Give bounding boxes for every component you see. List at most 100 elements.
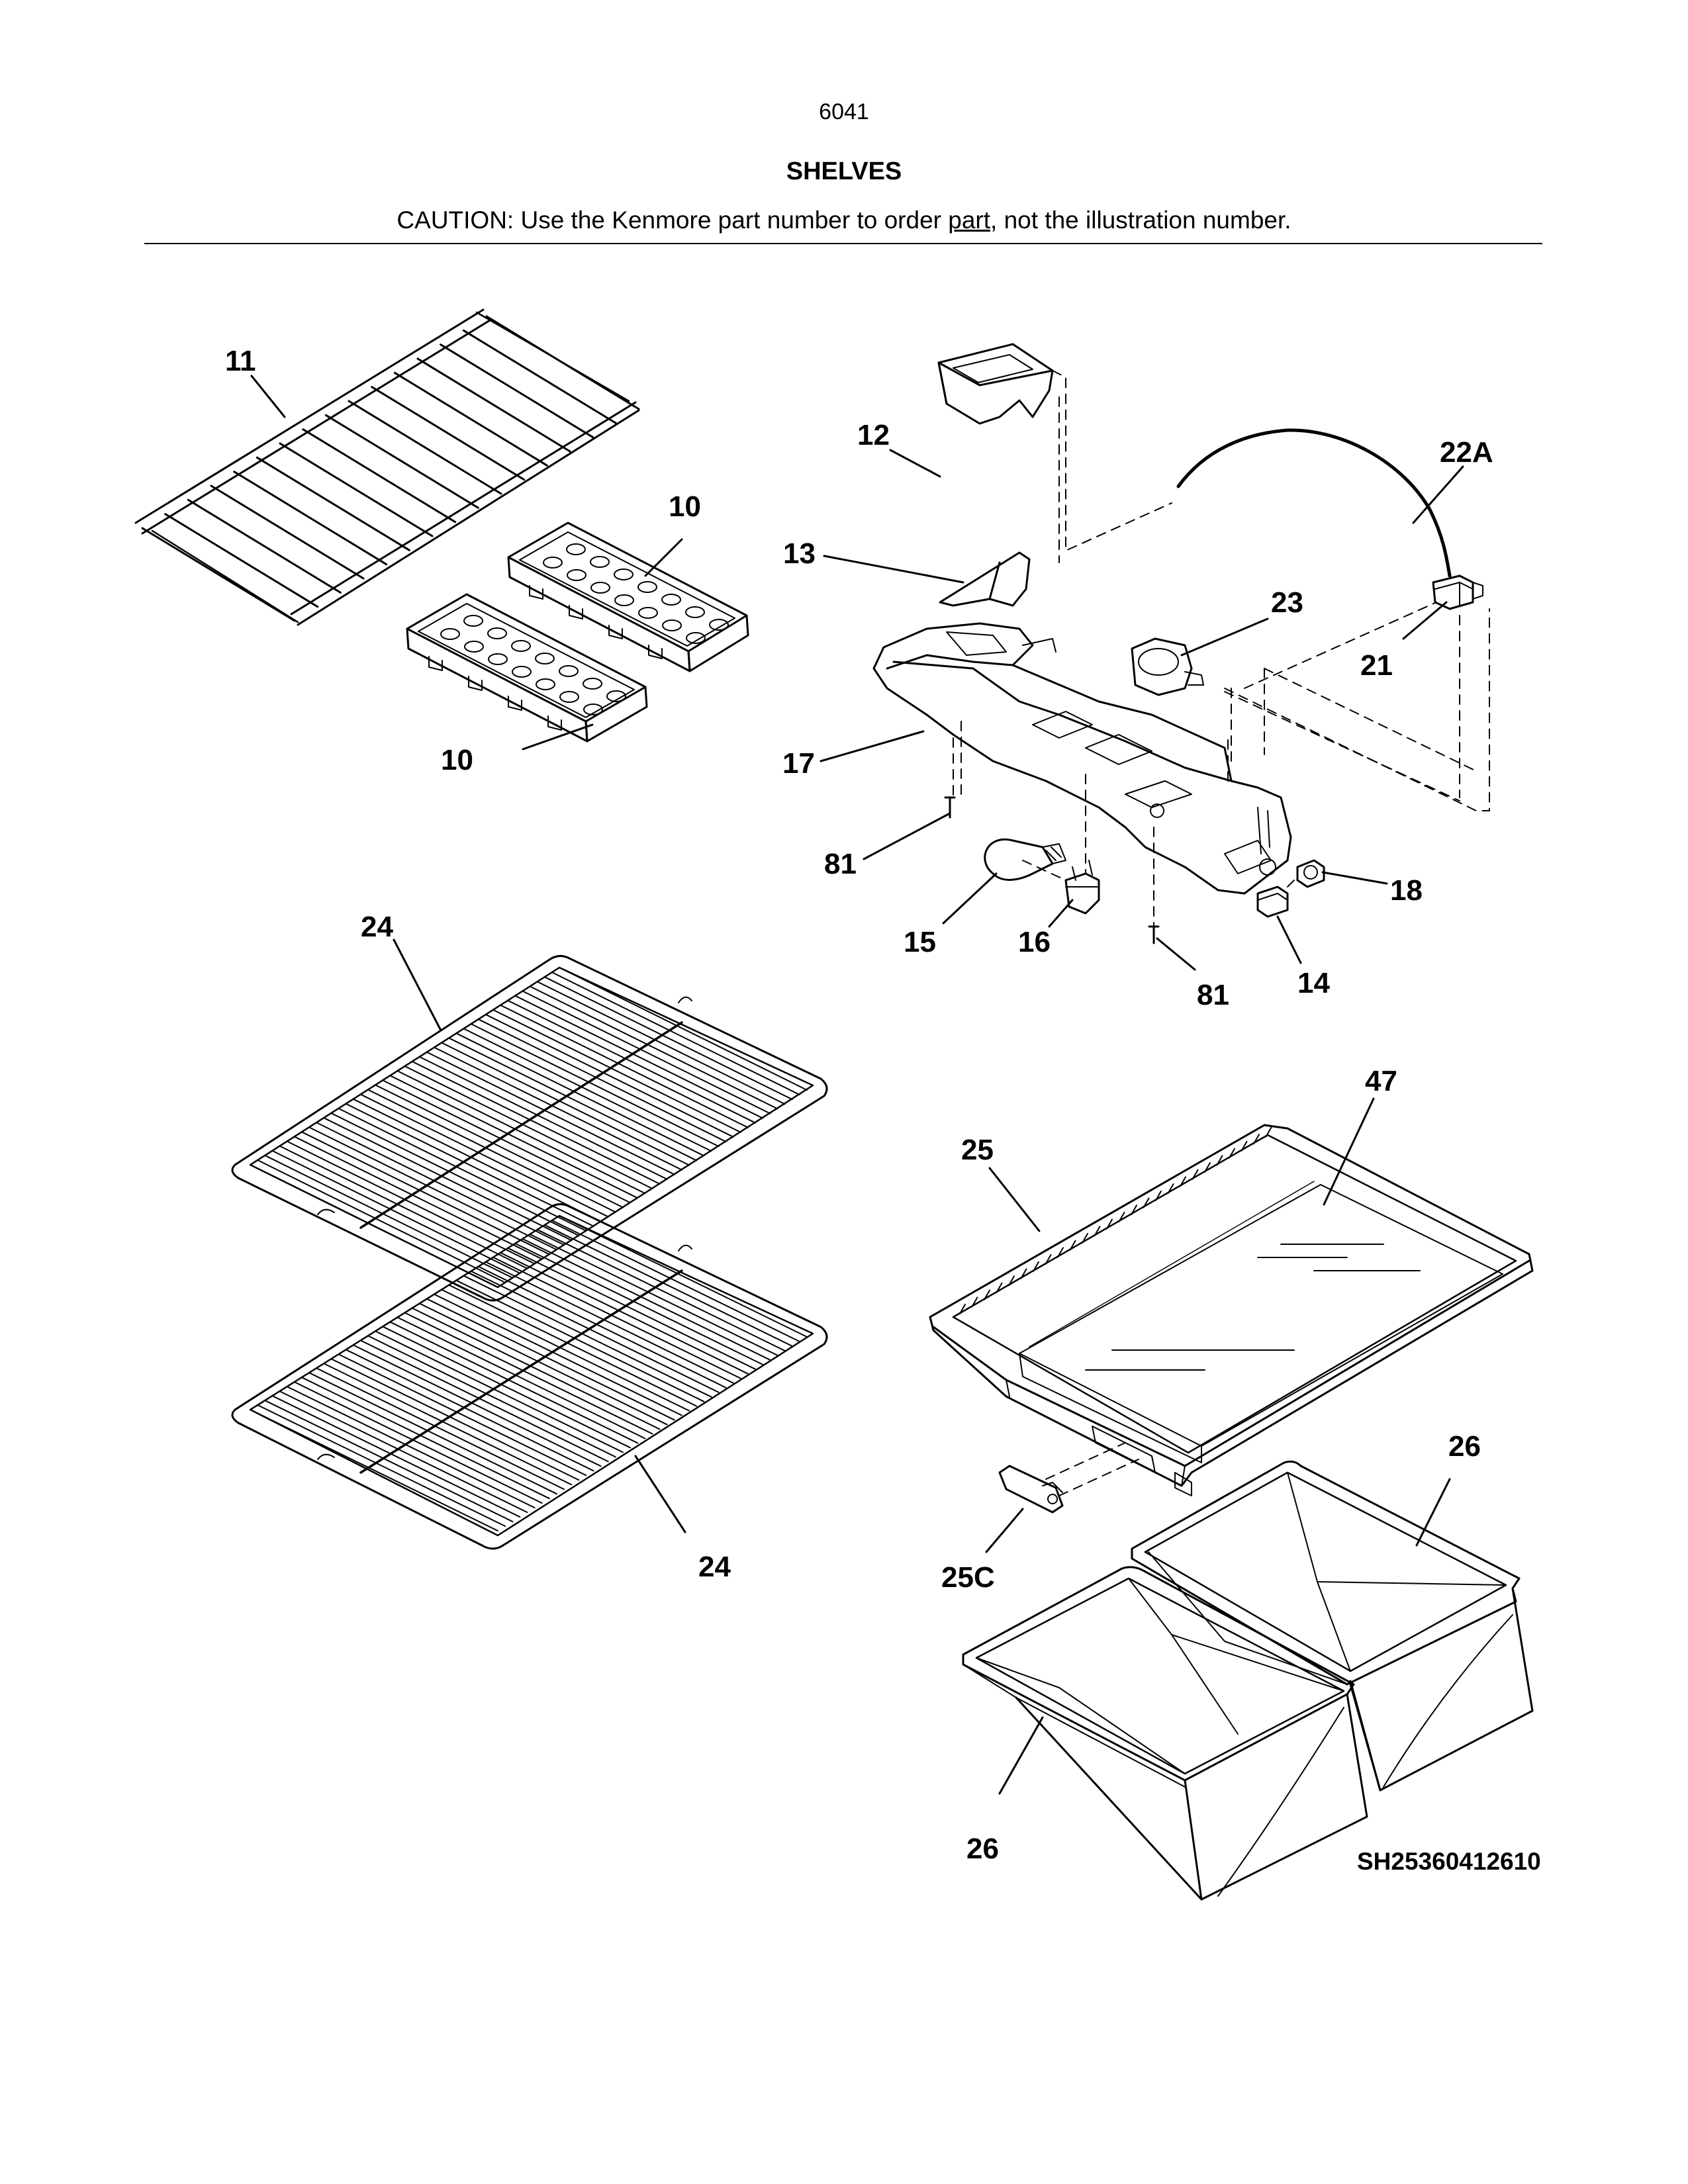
callout-25C: 25C (941, 1561, 995, 1594)
wire-rod (389, 1321, 639, 1444)
part-25-shelf-frame (929, 1124, 1534, 1496)
wire-rod (264, 1400, 514, 1523)
part-15-light-bulb (984, 838, 1066, 881)
vent-slot (1192, 1169, 1199, 1180)
callout-17: 17 (782, 747, 815, 780)
wire-rod (359, 1340, 609, 1463)
wire-rod (371, 386, 526, 481)
vent-slot (1057, 1247, 1064, 1258)
vent-slot (1033, 1261, 1039, 1272)
wire-rod (233, 471, 388, 566)
vent-slot (971, 1297, 978, 1308)
wire-rod (397, 1070, 646, 1195)
vent-slot (1008, 1275, 1015, 1287)
diagram-code: SH25360412610 (1357, 1848, 1541, 1875)
wire-rod (279, 1145, 528, 1269)
callout-26-front: 26 (966, 1833, 999, 1865)
wire-rod (404, 1066, 653, 1189)
wire-rod (455, 1279, 705, 1402)
wire-rod (375, 1330, 624, 1453)
wire-rod (264, 1154, 514, 1279)
callout-24-lower: 24 (698, 1551, 731, 1583)
wire-rod (286, 1140, 536, 1265)
part-23-timer (1131, 637, 1204, 696)
wire-rod (293, 1381, 543, 1504)
wire-rod (418, 1056, 668, 1180)
wire-rod (455, 1032, 705, 1157)
vent-slot (1265, 1126, 1272, 1138)
wire-rod (367, 1335, 616, 1458)
vent-slot (1204, 1162, 1211, 1173)
ice-cube-cell (590, 556, 610, 568)
ice-cube-cell (512, 666, 532, 678)
wire-rod (485, 1013, 734, 1138)
ice-cube-cell (686, 632, 706, 644)
wire-rod (416, 357, 571, 453)
wire-rod (514, 1242, 764, 1365)
ice-cube-cell (709, 619, 729, 631)
wire-rod (551, 1219, 800, 1342)
ice-cube-cell (440, 628, 460, 640)
vent-slot (996, 1282, 1003, 1293)
part-11-wire-shelf (134, 308, 640, 626)
caution-text-end: , not the illustration number. (990, 206, 1291, 234)
wire-rod (543, 1224, 793, 1347)
callout-21: 21 (1360, 649, 1393, 682)
wire-rod (492, 1256, 741, 1379)
wire-rod (397, 1316, 646, 1439)
ice-cube-cell (566, 543, 586, 555)
vent-slot (1131, 1205, 1137, 1216)
wire-rod (250, 1409, 498, 1531)
wire-rod (477, 1265, 727, 1388)
vent-slot (1241, 1140, 1248, 1152)
part-81-screw-lower (1148, 925, 1160, 944)
wire-rod (330, 1358, 580, 1481)
wire-rod (352, 1344, 602, 1467)
wire-rod (522, 990, 771, 1115)
vent-slot (1253, 1134, 1260, 1145)
callout-labels: 11 10 10 12 13 22A 23 21 17 81 18 15 16 … (225, 345, 1493, 1865)
part-10-ice-tray-front (406, 593, 648, 743)
caution-note: CAUTION: Use the Kenmore part number to … (0, 206, 1688, 234)
wire-rod (316, 1367, 565, 1490)
wire-rod (500, 1251, 749, 1375)
wire-rod (536, 1228, 786, 1351)
wire-rod (286, 1386, 536, 1509)
wire-rod (470, 1023, 720, 1148)
ice-cube-cell (511, 640, 531, 652)
wire-rod (250, 1164, 498, 1288)
callout-16: 16 (1018, 926, 1051, 958)
wire-rod (330, 1112, 580, 1236)
wire-rod (551, 972, 800, 1096)
wire-rod (257, 1404, 506, 1527)
ice-cube-cell (559, 691, 579, 703)
part-21-connector (1432, 574, 1483, 610)
callout-23: 23 (1271, 586, 1303, 619)
wire-rod (141, 527, 296, 622)
wire-rod (411, 1060, 661, 1185)
part-24-wire-shelf-lower (231, 1203, 828, 1550)
wire-rod (522, 1238, 771, 1361)
part-25C-shelf-clip (998, 1465, 1064, 1514)
wire-rod (338, 1353, 587, 1477)
wire-rod (345, 1349, 594, 1472)
ice-cube-cell (662, 619, 682, 631)
wire-rod (507, 999, 757, 1124)
vent-slot (984, 1289, 990, 1300)
part-17-light-housing (872, 622, 1292, 895)
vent-slot (1143, 1197, 1150, 1208)
wire-rod (352, 1098, 602, 1222)
ice-cube-cell (583, 678, 602, 690)
wire-rod (500, 1004, 749, 1128)
ice-cube-cell (606, 690, 626, 702)
part-12-light-shield (937, 343, 1054, 425)
callout-12: 12 (857, 419, 890, 451)
wire-rod (338, 1107, 587, 1232)
callout-81-upper: 81 (824, 848, 857, 880)
wire-rod (359, 1093, 609, 1218)
wire-rod (462, 329, 617, 424)
wire-rod (559, 967, 808, 1091)
wire-rod (536, 981, 786, 1105)
wire-rod (187, 498, 342, 594)
